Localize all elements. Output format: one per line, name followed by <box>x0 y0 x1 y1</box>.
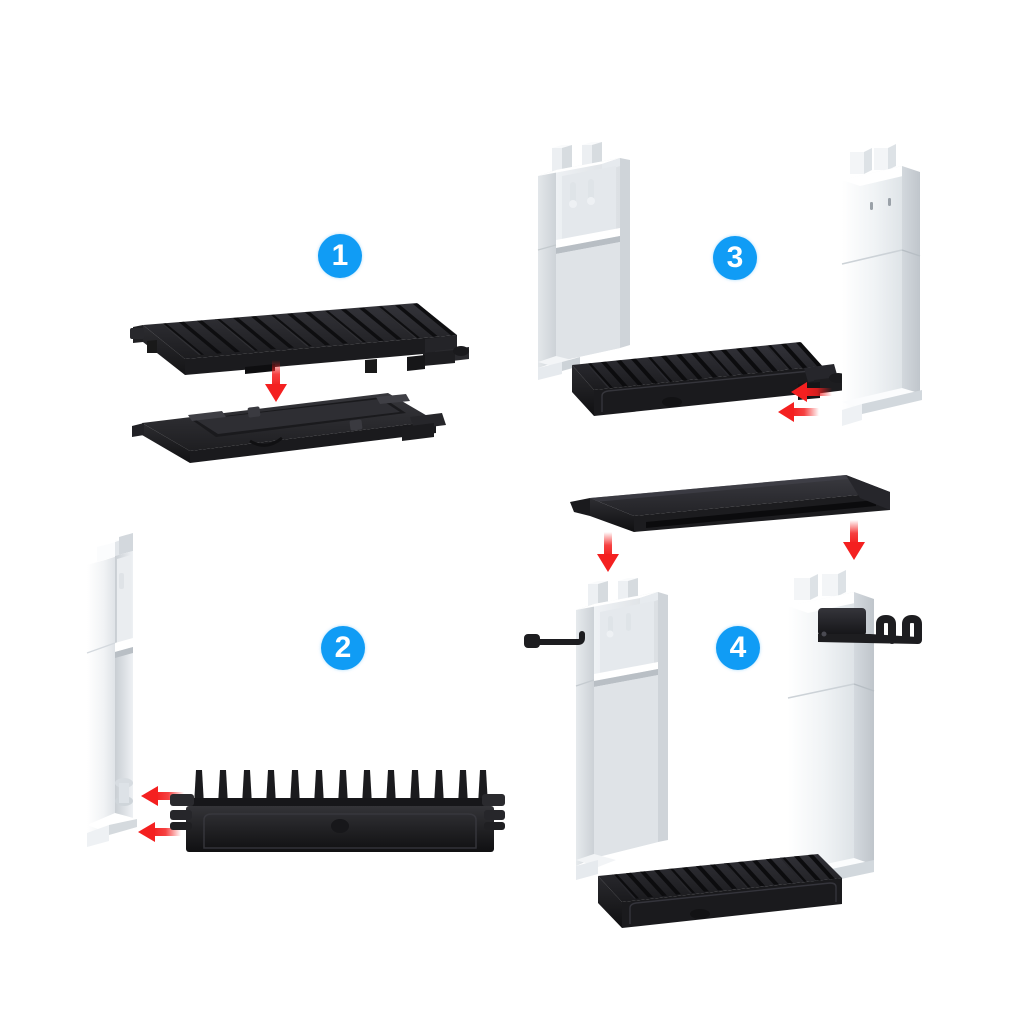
step-4-down-arrow-left <box>594 532 619 572</box>
step-4-panel: 4 <box>512 475 1024 1024</box>
step-4-badge: 4 <box>716 626 760 670</box>
step-2-panel: 2 <box>0 512 512 1024</box>
black-base-tray <box>130 385 450 475</box>
step-1-down-arrow <box>262 360 287 402</box>
white-side-tower <box>75 525 185 855</box>
black-top-cover <box>560 470 905 550</box>
step-2-left-arrow-lower <box>137 820 181 842</box>
ribbed-disc-rack-assembly-step4 <box>580 840 880 950</box>
white-left-tower-open <box>532 140 662 390</box>
step-1-badge: 1 <box>318 234 362 278</box>
step-3-panel: 3 <box>512 0 1024 512</box>
ribbed-disc-rack <box>125 295 470 395</box>
white-right-tower-closed <box>830 140 940 430</box>
step-2-left-arrow-upper <box>140 784 184 806</box>
ribbed-disc-rack-assembly-front <box>170 764 505 864</box>
headset-hanger-bracket-body <box>812 604 952 664</box>
step-3-left-arrow-lower <box>777 400 819 422</box>
white-left-tower-open-step4 <box>570 574 700 894</box>
left-controller-hook <box>522 628 592 656</box>
step-3-badge: 3 <box>713 236 757 280</box>
ribbed-disc-rack-assembly-perspective <box>542 330 862 440</box>
step-1-panel: 1 <box>0 0 512 512</box>
step-4-down-arrow-right <box>840 520 865 560</box>
step-2-badge: 2 <box>321 626 365 670</box>
step-3-left-arrow-upper <box>790 380 832 402</box>
